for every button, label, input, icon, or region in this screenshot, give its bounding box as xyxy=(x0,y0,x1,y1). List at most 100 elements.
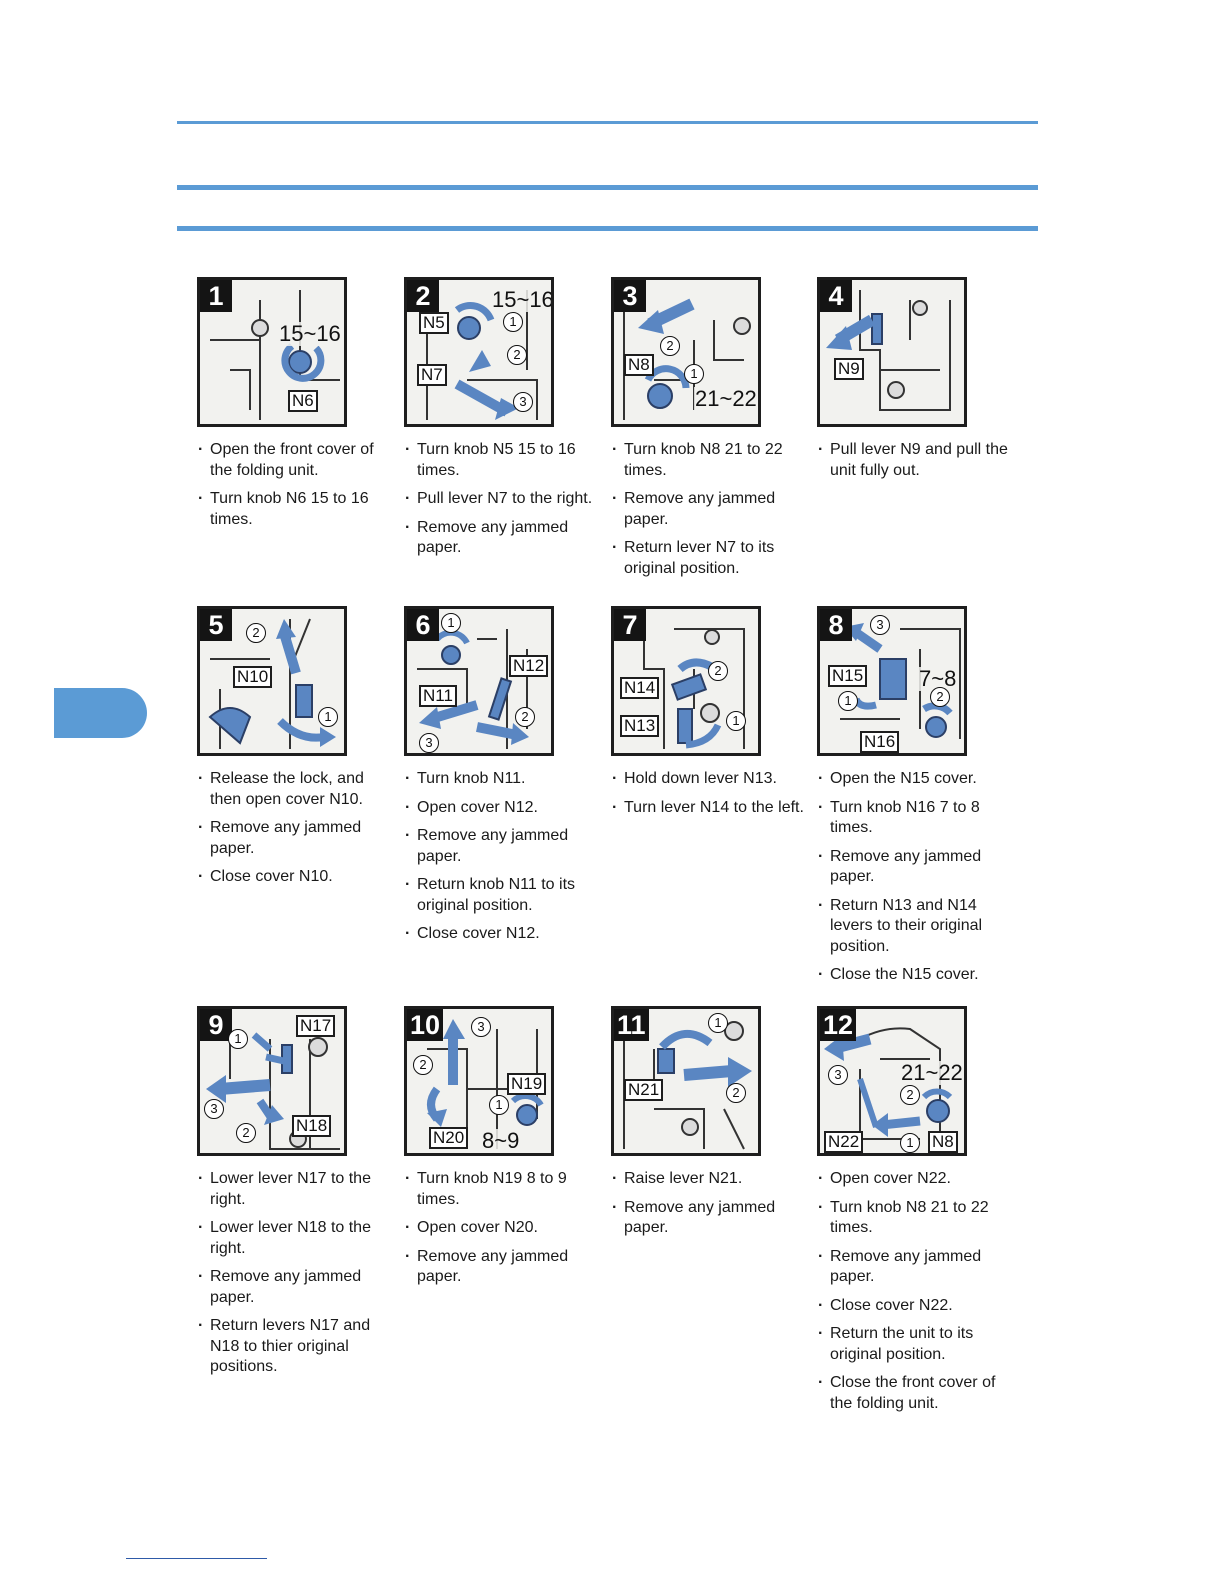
part-label: N16 xyxy=(860,731,900,753)
instruction-item: Remove any jammed paper. xyxy=(404,826,604,867)
step-instructions: Open cover N22. Turn knob N8 21 to 22 tim… xyxy=(817,1169,1017,1422)
sequence-number: 2 xyxy=(246,623,266,643)
step-number-badge: 10 xyxy=(407,1009,444,1041)
header-rule-middle xyxy=(177,185,1038,190)
part-label: N8 xyxy=(624,354,654,376)
chapter-side-tab xyxy=(54,688,147,738)
sequence-number: 1 xyxy=(900,1133,920,1153)
sequence-number: 2 xyxy=(507,345,527,365)
instruction-item: Close the N15 cover. xyxy=(817,965,1017,986)
part-label: N12 xyxy=(509,655,549,677)
instruction-item: Turn knob N16 7 to 8 times. xyxy=(817,798,1017,839)
header-rule-top xyxy=(177,121,1038,124)
instruction-item: Remove any jammed paper. xyxy=(404,518,604,559)
folding-unit-diagram xyxy=(427,1019,544,1149)
sequence-number: 1 xyxy=(503,312,523,332)
part-label: N22 xyxy=(824,1131,864,1153)
step-number-badge: 9 xyxy=(200,1009,232,1041)
instruction-item: Lower lever N18 to the right. xyxy=(197,1218,397,1259)
step-instructions: Turn knob N5 15 to 16 times.Pull lever N… xyxy=(404,440,604,567)
instruction-item: Pull lever N7 to the right. xyxy=(404,489,604,510)
instruction-item: Turn knob N8 21 to 22 times. xyxy=(817,1198,1017,1239)
instruction-item: Return knob N11 to its original position… xyxy=(404,875,604,916)
turn-count-label: 21~22 xyxy=(900,1060,964,1085)
instruction-item: Remove any jammed paper. xyxy=(197,818,397,859)
instruction-item: Hold down lever N13. xyxy=(611,769,811,790)
instruction-item: Turn knob N6 15 to 16 times. xyxy=(197,489,397,530)
step-instructions: Release the lock, and then open cover N1… xyxy=(197,769,397,896)
step-instructions: Turn knob N11.Open cover N12.Remove any … xyxy=(404,769,604,953)
sequence-number: 2 xyxy=(236,1123,256,1143)
instruction-item: Open cover N20. xyxy=(404,1218,604,1239)
folding-unit-diagram xyxy=(826,290,951,411)
sequence-number: 3 xyxy=(513,392,533,412)
step-instructions: Turn knob N19 8 to 9 times. Open cover N2… xyxy=(404,1169,604,1296)
step-instructions: Open the front cover of the folding unit… xyxy=(197,440,397,538)
part-label: N10 xyxy=(233,666,273,688)
step-number-badge: 12 xyxy=(820,1009,857,1041)
sequence-number: 1 xyxy=(684,364,704,384)
instruction-item: Open the N15 cover. xyxy=(817,769,1017,790)
instruction-item: Turn knob N19 8 to 9 times. xyxy=(404,1169,604,1210)
part-label: N7 xyxy=(417,364,447,386)
step-number-badge: 2 xyxy=(407,280,439,312)
step-number-badge: 7 xyxy=(614,609,646,641)
instruction-item: Open cover N22. xyxy=(817,1169,1017,1190)
instruction-item: Close cover N10. xyxy=(197,867,397,888)
instruction-item: Remove any jammed paper. xyxy=(817,1247,1017,1288)
part-label: N20 xyxy=(429,1127,469,1149)
sequence-number: 2 xyxy=(900,1085,920,1105)
step-instructions: Raise lever N21.Remove any jammed paper. xyxy=(611,1169,811,1247)
instruction-item: Turn lever N14 to the left. xyxy=(611,798,811,819)
instruction-item: Return levers N17 and N18 to thier origi… xyxy=(197,1316,397,1378)
sequence-number: 2 xyxy=(660,336,680,356)
step-instructions: Open the N15 cover. Turn knob N16 7 to 8 … xyxy=(817,769,1017,994)
instruction-item: Remove any jammed paper. xyxy=(817,847,1017,888)
instruction-item: Pull lever N9 and pull the unit fully ou… xyxy=(817,440,1017,481)
step-instructions: Lower lever N17 to the right.Lower lever… xyxy=(197,1169,397,1386)
folding-unit-diagram xyxy=(840,623,961,739)
part-label: N6 xyxy=(288,390,318,412)
instruction-item: Turn knob N8 21 to 22 times. xyxy=(611,440,811,481)
instruction-item: Remove any jammed paper. xyxy=(197,1267,397,1308)
step-instructions: Turn knob N8 21 to 22 times. Remove any j… xyxy=(611,440,811,587)
header-rule-bottom xyxy=(177,226,1038,231)
instruction-item: Turn knob N11. xyxy=(404,769,604,790)
sequence-number: 2 xyxy=(515,707,535,727)
instruction-item: Close the front cover of the folding uni… xyxy=(817,1373,1017,1414)
instruction-item: Remove any jammed paper. xyxy=(404,1247,604,1288)
part-label: N18 xyxy=(292,1115,332,1137)
folding-unit-diagram xyxy=(206,1019,340,1150)
step-number-badge: 3 xyxy=(614,280,646,312)
turn-count-label: 21~22 xyxy=(694,386,758,411)
instruction-item: Open the front cover of the folding unit… xyxy=(197,440,397,481)
step-number-badge: 6 xyxy=(407,609,439,641)
sequence-number: 3 xyxy=(204,1099,224,1119)
sequence-number: 1 xyxy=(441,613,461,633)
folding-unit-diagram xyxy=(643,619,745,749)
instruction-item: Return the unit to its original position… xyxy=(817,1324,1017,1365)
step-number-badge: 5 xyxy=(200,609,232,641)
folding-unit-diagram xyxy=(210,290,340,420)
step-number-badge: 11 xyxy=(614,1009,649,1041)
step-number-badge: 8 xyxy=(820,609,852,641)
part-label: N19 xyxy=(507,1073,547,1095)
part-label: N21 xyxy=(624,1079,664,1101)
sequence-number: 3 xyxy=(419,733,439,753)
turn-count-label: 15~16 xyxy=(491,287,554,312)
sequence-number: 2 xyxy=(708,661,728,681)
sequence-number: 1 xyxy=(489,1095,509,1115)
sequence-number: 1 xyxy=(228,1029,248,1049)
sequence-number: 1 xyxy=(838,691,858,711)
sequence-number: 3 xyxy=(471,1017,491,1037)
instruction-item: Remove any jammed paper. xyxy=(611,489,811,530)
